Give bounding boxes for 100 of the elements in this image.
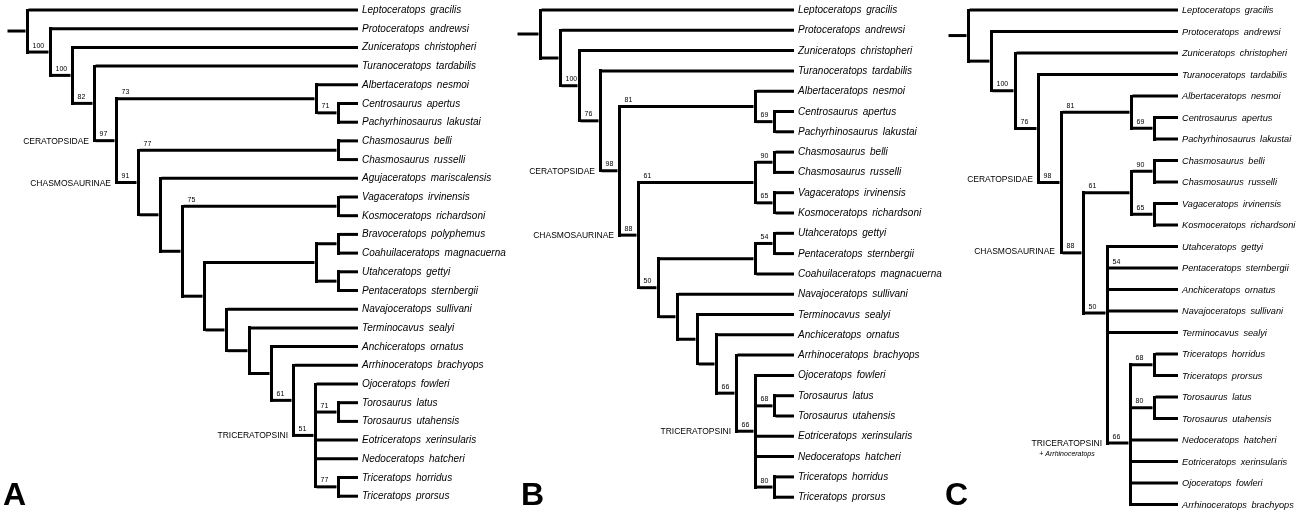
branch-line [161,176,358,180]
branch-line [339,251,358,255]
branch-node [114,97,118,184]
branch-node [772,475,776,499]
branch-line [1132,94,1178,98]
taxon-name: Triceratops horridus [358,471,453,484]
branch-line [1016,127,1037,130]
branch-node [158,176,162,253]
branch-node [336,139,340,162]
branch-line [339,476,358,479]
branch-line [316,410,337,414]
branch-node [1152,159,1156,184]
branch-line [775,191,794,195]
branch-line [1108,441,1129,445]
taxon-name: Torosaurus utahensis [358,415,460,428]
taxon-name: Triceratops horridus [1178,348,1265,360]
branch-line [1062,110,1130,114]
taxon-name: Eotriceratops xerinsularis [358,434,477,447]
branch-node [313,382,317,489]
branch-line [1155,159,1178,162]
taxon-name: Protoceratops andrewsi [794,24,906,37]
taxon-name: Pachyrhinosaurus lakustai [794,125,917,138]
branch-line [1108,245,1178,248]
branch-line [294,433,314,437]
branch-node [558,28,562,88]
taxon-name: Triceratops prorsus [794,491,886,504]
branch-line [139,148,337,152]
taxon-name: Torosaurus utahensis [794,410,896,422]
branch-line [775,110,794,113]
taxon-name: Pachyrhinosaurus lakustai [358,116,481,129]
branch-node [1081,191,1085,315]
branch-node [136,148,140,217]
branch-node [1152,352,1156,377]
branch-line [227,349,248,353]
branch-line [756,373,794,377]
branch-line [756,455,794,459]
taxon-name: Kosmoceratops richardsoni [358,209,486,222]
branch-line [317,279,337,283]
branch-line [1155,223,1178,227]
branch-line [775,252,794,256]
branch-line [339,419,358,423]
branch-line [601,69,794,73]
taxon-name: Chasmosaurus belli [1178,154,1265,167]
branch-node [772,110,776,134]
branch-node [1152,116,1156,141]
taxon-name: Anchiceratops ornatus [794,328,900,341]
taxon-name: Triceratops horridus [794,470,889,483]
taxon-name: Turanoceratops tardabilis [794,64,913,77]
taxon-name: Zuniceratops christopheri [1178,47,1288,59]
taxon-name: Torosaurus latus [1178,391,1252,403]
taxon-name: Arrhinoceratops brachyops [1178,498,1294,511]
branch-line [659,257,754,261]
branch-line [28,8,358,12]
clade-name: CHASMOSAURINAE [974,246,1055,256]
branch-line [775,170,794,174]
branch-line [272,345,358,349]
branch-node [224,307,228,353]
branch-line [117,181,137,184]
branch-line [117,97,315,101]
taxon-name: Triceratops prorsus [1178,369,1263,382]
taxon-name: Vagaceratops irvinensis [358,191,470,203]
taxon-name: Albertaceratops nesmoi [358,78,470,91]
panel-letter: A [3,478,27,510]
clade-name: CHASMOSAURINAE [30,178,111,188]
branch-node [1013,51,1017,130]
branch-line [1108,309,1178,313]
branch-line [580,119,599,123]
clade-name: CERATOPSIDAE [23,136,89,146]
branch-line [639,286,657,290]
taxon-name: Torosaurus latus [794,389,874,402]
branch-line [1039,73,1178,76]
branch-line [517,32,539,36]
taxon-name: Zuniceratops christopheri [358,41,477,54]
taxon-name: Chasmosaurus belli [794,146,888,159]
branch-line [139,213,159,217]
branch-node [25,8,29,54]
branch-node [180,204,184,298]
branch-line [756,272,794,276]
taxon-name: Vagaceratops irvinensis [794,186,906,199]
branch-line [1155,395,1178,399]
branch-line [1131,481,1178,485]
taxon-name: Utahceratops gettyi [358,265,451,278]
panel-letter: B [521,478,545,510]
branch-line [756,434,794,438]
branch-line [205,260,315,264]
branch-node [695,313,699,366]
branch-line [775,475,794,479]
branch-line [1155,202,1178,205]
branch-node [336,476,340,498]
taxon-name: Pentaceratops sternbergii [1178,262,1289,274]
branch-line [620,104,754,108]
branch-line [339,232,358,236]
taxon-name: Nedoceratops hatcheri [794,450,901,463]
branch-line [339,494,358,498]
branch-line [775,211,794,215]
branch-node [48,27,52,77]
branch-line [620,233,637,237]
taxon-name: Bravoceratops polyphemus [358,228,486,241]
branch-line [756,485,773,489]
branch-node [753,373,757,489]
